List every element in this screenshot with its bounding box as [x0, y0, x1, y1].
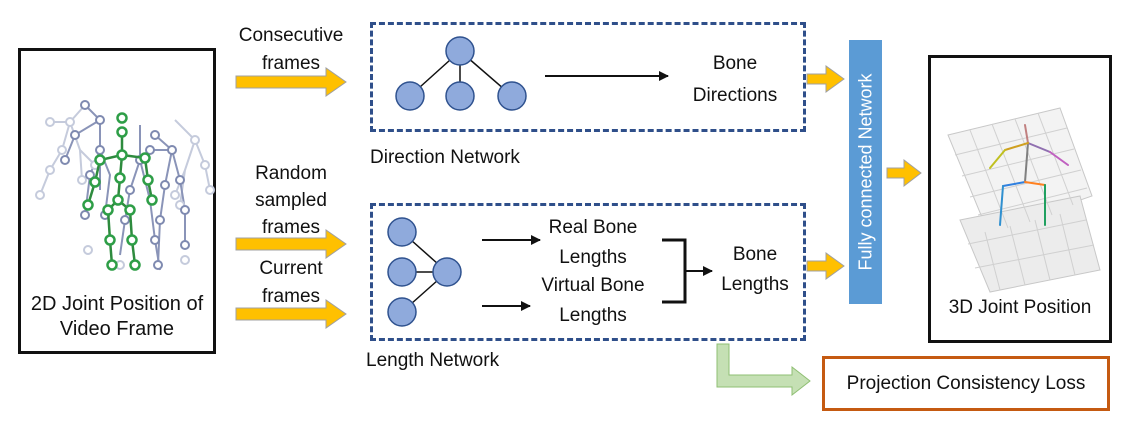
direction-network-box: [370, 22, 806, 132]
output-caption: 3D Joint Position: [948, 297, 1092, 318]
tree-child-node: [497, 81, 527, 111]
bone-lengths-line1: Bone: [732, 244, 778, 265]
graph-center-node: [432, 257, 462, 287]
bone-lengths-line2: Lengths: [721, 274, 789, 295]
random-frames-arrow: [235, 229, 347, 259]
merge-bracket: [662, 238, 687, 304]
virtual-bone-lengths-line2: Lengths: [559, 305, 627, 326]
direction-network-label: Direction Network: [370, 147, 520, 168]
graph-node: [387, 217, 417, 247]
input-caption-line2: Video Frame: [59, 318, 175, 340]
fc-to-output-arrow: [886, 158, 922, 188]
loss-arrow: [716, 343, 811, 397]
current-frames-line1: Current: [259, 258, 323, 279]
length-network-graph: [387, 217, 713, 327]
network-arrows: [806, 65, 922, 280]
length-network-box: [370, 203, 806, 341]
random-frames-line1: Random: [255, 163, 327, 184]
tree-root-node: [445, 36, 475, 66]
virtual-bone-lengths-line1: Virtual Bone: [541, 275, 645, 296]
random-frames-line2: sampled: [255, 190, 327, 211]
tree-child-node: [445, 81, 475, 111]
skeleton-2d-illustration: [35, 100, 215, 271]
current-frames-line2: frames: [261, 286, 321, 307]
tree-child-node: [395, 81, 425, 111]
bone-directions-line1: Bone: [712, 53, 758, 74]
current-frames-arrow: [235, 299, 347, 329]
random-frames-line3: frames: [261, 217, 321, 238]
projection-loss-box: [822, 356, 1110, 411]
real-bone-lengths-line2: Lengths: [559, 247, 627, 268]
plot-3d-illustration: [947, 107, 1101, 293]
real-bone-lengths-line1: Real Bone: [548, 217, 638, 238]
graph-node: [387, 257, 417, 287]
length-network-label: Length Network: [366, 350, 500, 371]
projection-loss-label: Projection Consistency Loss: [846, 373, 1086, 394]
input-arrows: [235, 67, 347, 329]
graph-node: [387, 297, 417, 327]
consecutive-frames-line1: Consecutive: [238, 25, 344, 46]
lengths-to-fc-arrow: [806, 252, 845, 280]
direction-network-tree: [395, 36, 669, 111]
bone-directions-line2: Directions: [692, 85, 778, 106]
fully-connected-network-bar: Fully connected Network: [849, 40, 882, 304]
consecutive-frames-line2: frames: [261, 53, 321, 74]
directions-to-fc-arrow: [806, 65, 845, 93]
input-caption-line1: 2D Joint Position of: [30, 293, 204, 315]
consecutive-frames-arrow: [235, 67, 347, 97]
